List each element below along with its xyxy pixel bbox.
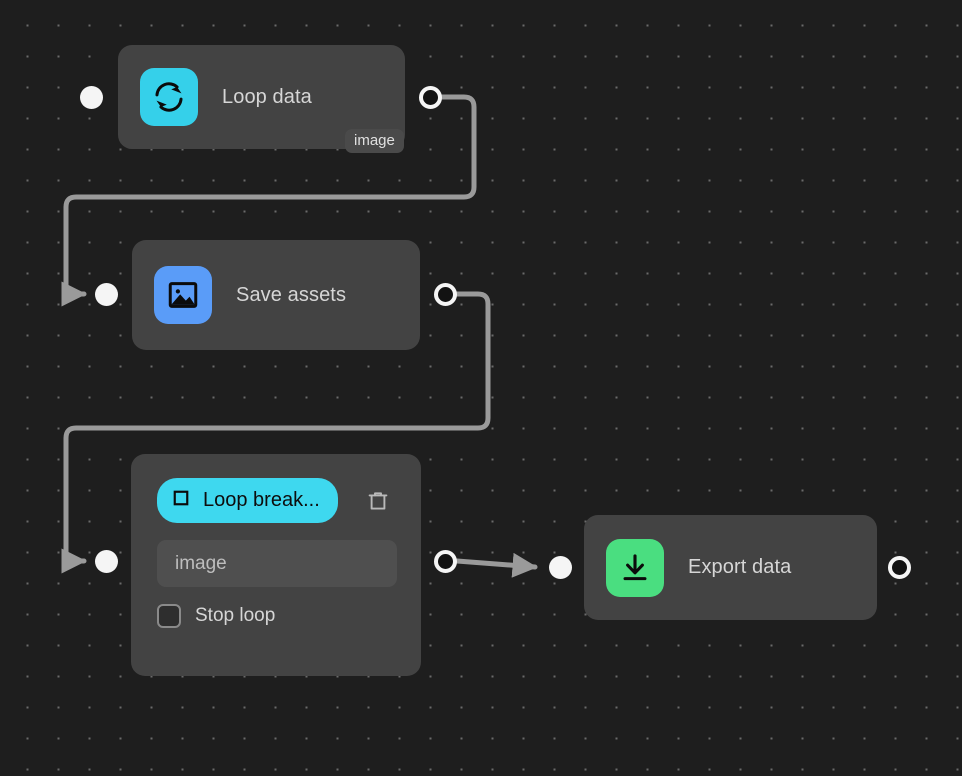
port-in-export-data[interactable] bbox=[549, 556, 572, 579]
node-loop-data-title: Loop data bbox=[222, 85, 312, 108]
node-export-data-row: Export data bbox=[584, 515, 877, 620]
port-out-loop-break[interactable] bbox=[434, 550, 457, 573]
node-save-assets[interactable]: Save assets bbox=[132, 240, 420, 350]
node-save-assets-title: Save assets bbox=[236, 283, 347, 306]
download-export-icon bbox=[606, 538, 664, 597]
loop-break-pill-label: Loop break... bbox=[203, 489, 320, 511]
loop-break-image-field[interactable]: image bbox=[157, 540, 397, 587]
port-in-loop-break[interactable] bbox=[95, 550, 118, 573]
stop-loop-checkbox[interactable] bbox=[157, 604, 181, 628]
stop-square-icon bbox=[171, 488, 191, 513]
stop-loop-label: Stop loop bbox=[195, 605, 276, 626]
port-out-export-data[interactable] bbox=[888, 556, 911, 579]
node-export-data-title: Export data bbox=[688, 556, 792, 578]
loop-break-pill[interactable]: Loop break... bbox=[157, 478, 338, 523]
port-in-save-assets[interactable] bbox=[95, 283, 118, 306]
edge-loop-break-to-export-data bbox=[454, 552, 538, 578]
port-out-save-assets[interactable] bbox=[434, 283, 457, 306]
loop-refresh-icon bbox=[140, 68, 198, 126]
port-in-loop-data[interactable] bbox=[80, 86, 103, 109]
loop-break-stop-loop-row[interactable]: Stop loop bbox=[157, 604, 397, 628]
image-picture-icon bbox=[154, 266, 212, 324]
loop-break-header: Loop break... bbox=[157, 478, 397, 523]
node-loop-break[interactable]: Loop break... image Stop loop bbox=[131, 454, 421, 676]
node-export-data[interactable]: Export data bbox=[584, 515, 877, 620]
node-loop-data-row: Loop data bbox=[118, 45, 405, 149]
port-out-loop-data[interactable] bbox=[419, 86, 442, 109]
type-chip-loop-data-image: image bbox=[345, 129, 404, 153]
trash-icon[interactable] bbox=[363, 486, 393, 516]
node-save-assets-row: Save assets bbox=[132, 240, 420, 350]
